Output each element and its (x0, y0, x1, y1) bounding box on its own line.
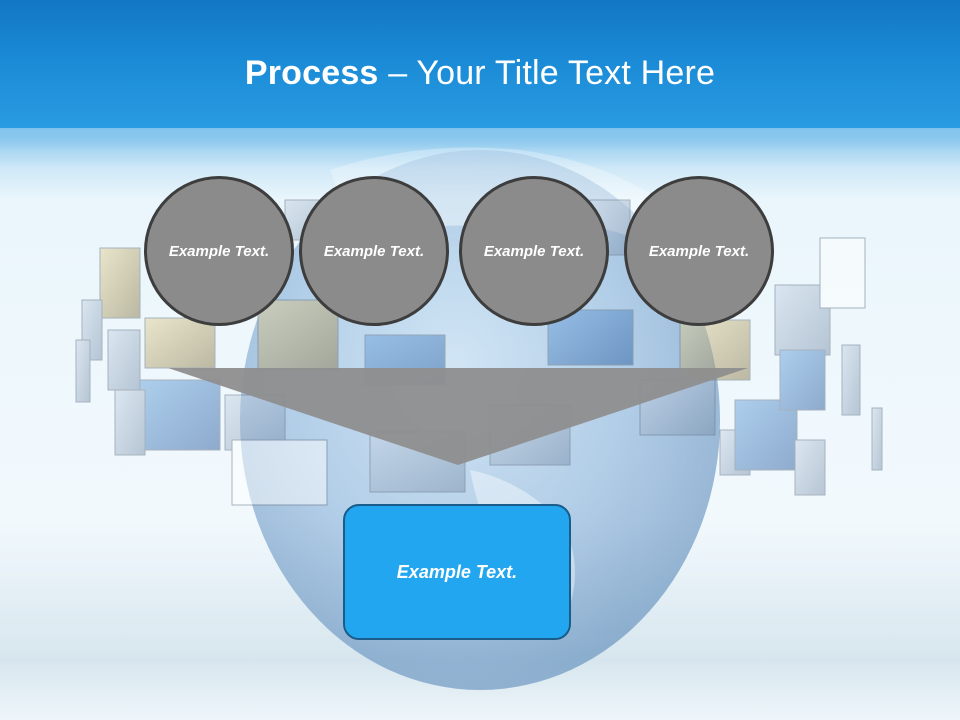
title-rest: – Your Title Text Here (378, 54, 716, 92)
process-circle-label: Example Text. (168, 242, 270, 260)
process-circle-label: Example Text. (323, 242, 425, 260)
process-circle-4[interactable]: Example Text. (624, 176, 774, 326)
slide-title: Process – Your Title Text Here (0, 54, 960, 93)
process-circle-2[interactable]: Example Text. (299, 176, 449, 326)
process-circle-label: Example Text. (483, 242, 585, 260)
result-label: Example Text. (396, 561, 518, 582)
title-bold: Process (244, 54, 379, 92)
result-box[interactable]: Example Text. (343, 504, 571, 640)
process-circle-3[interactable]: Example Text. (459, 176, 609, 326)
process-circle-1[interactable]: Example Text. (144, 176, 294, 326)
title-bar (0, 0, 960, 168)
process-circle-label: Example Text. (648, 242, 750, 260)
